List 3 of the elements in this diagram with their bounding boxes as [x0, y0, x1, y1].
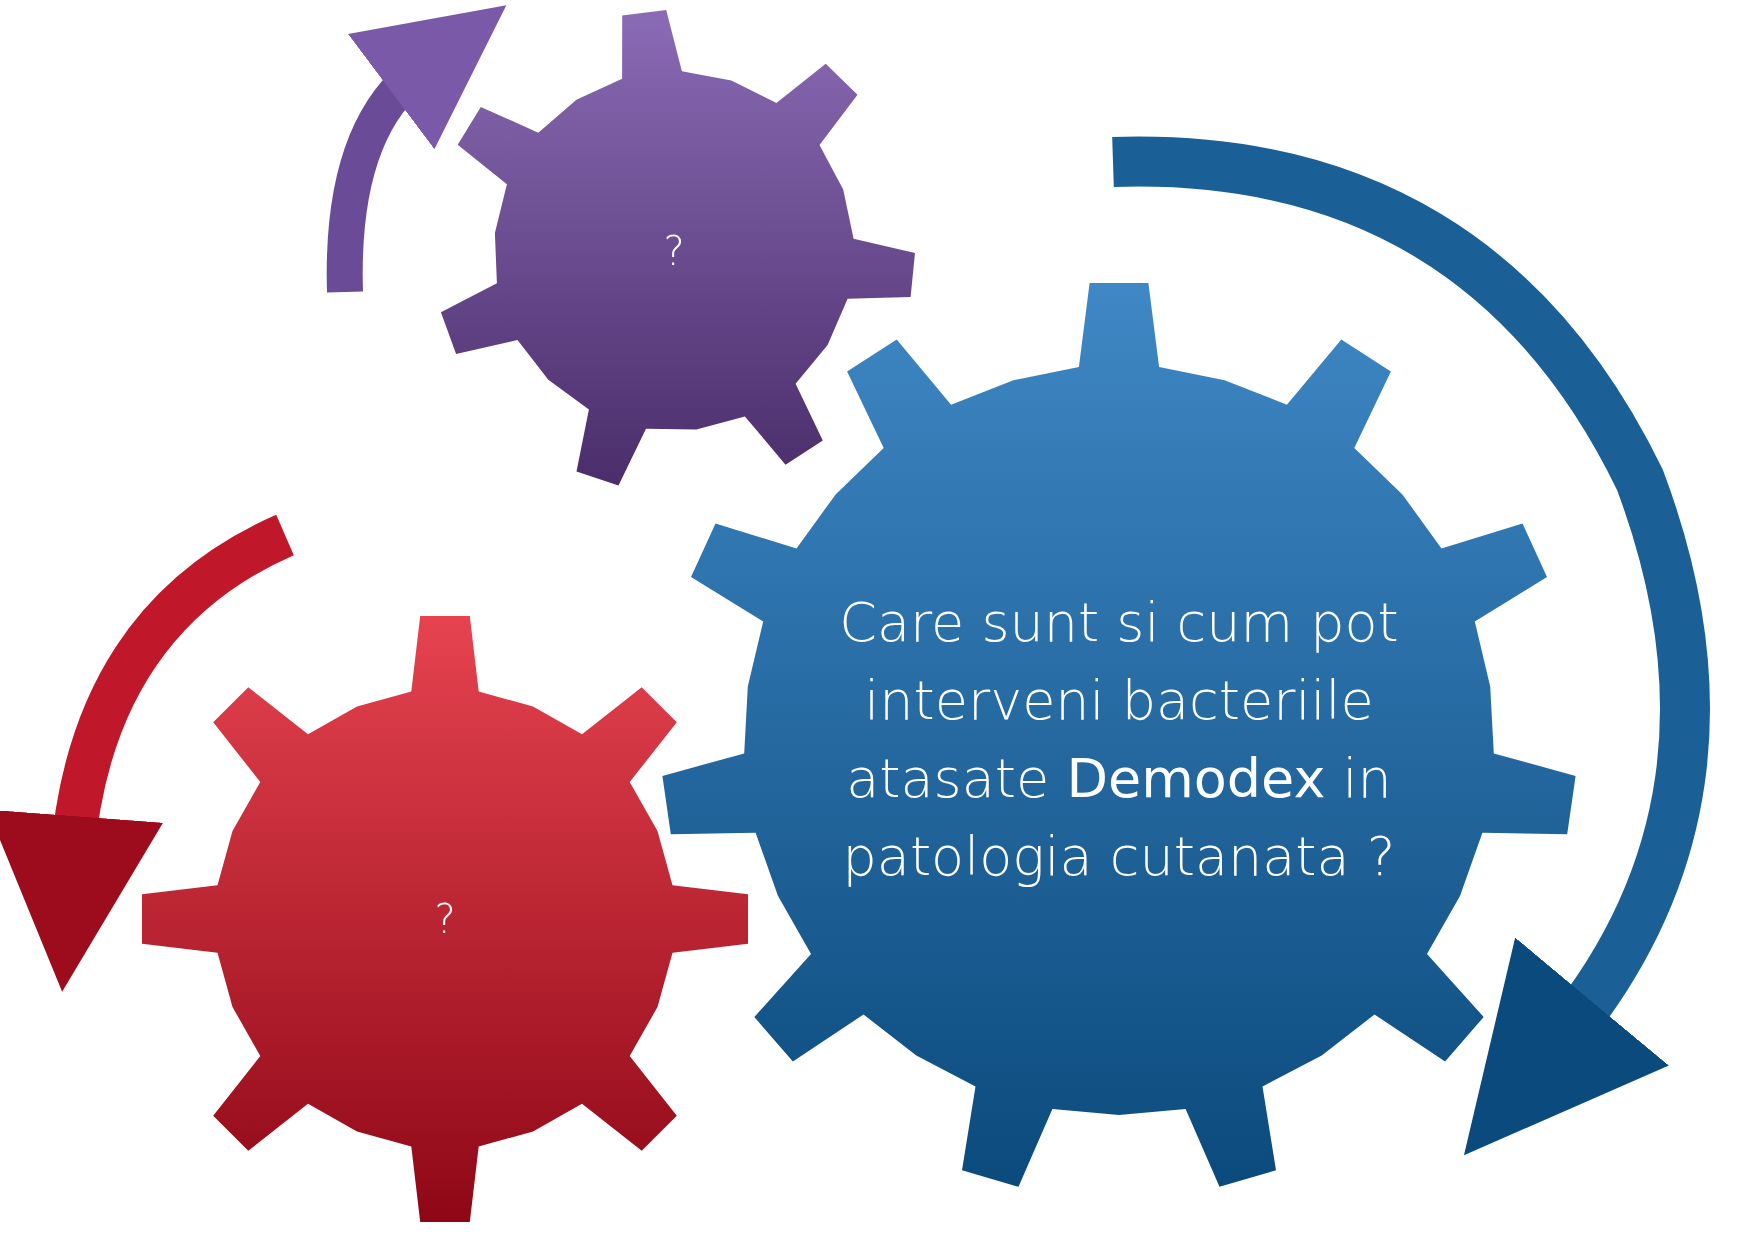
gear-label: ?: [662, 227, 686, 276]
gear-label: ?: [433, 895, 457, 944]
gear-label: Care sunt si cum pot interveni bacteriile atasate Demodex in patologia cutanata ?: [838, 589, 1400, 891]
